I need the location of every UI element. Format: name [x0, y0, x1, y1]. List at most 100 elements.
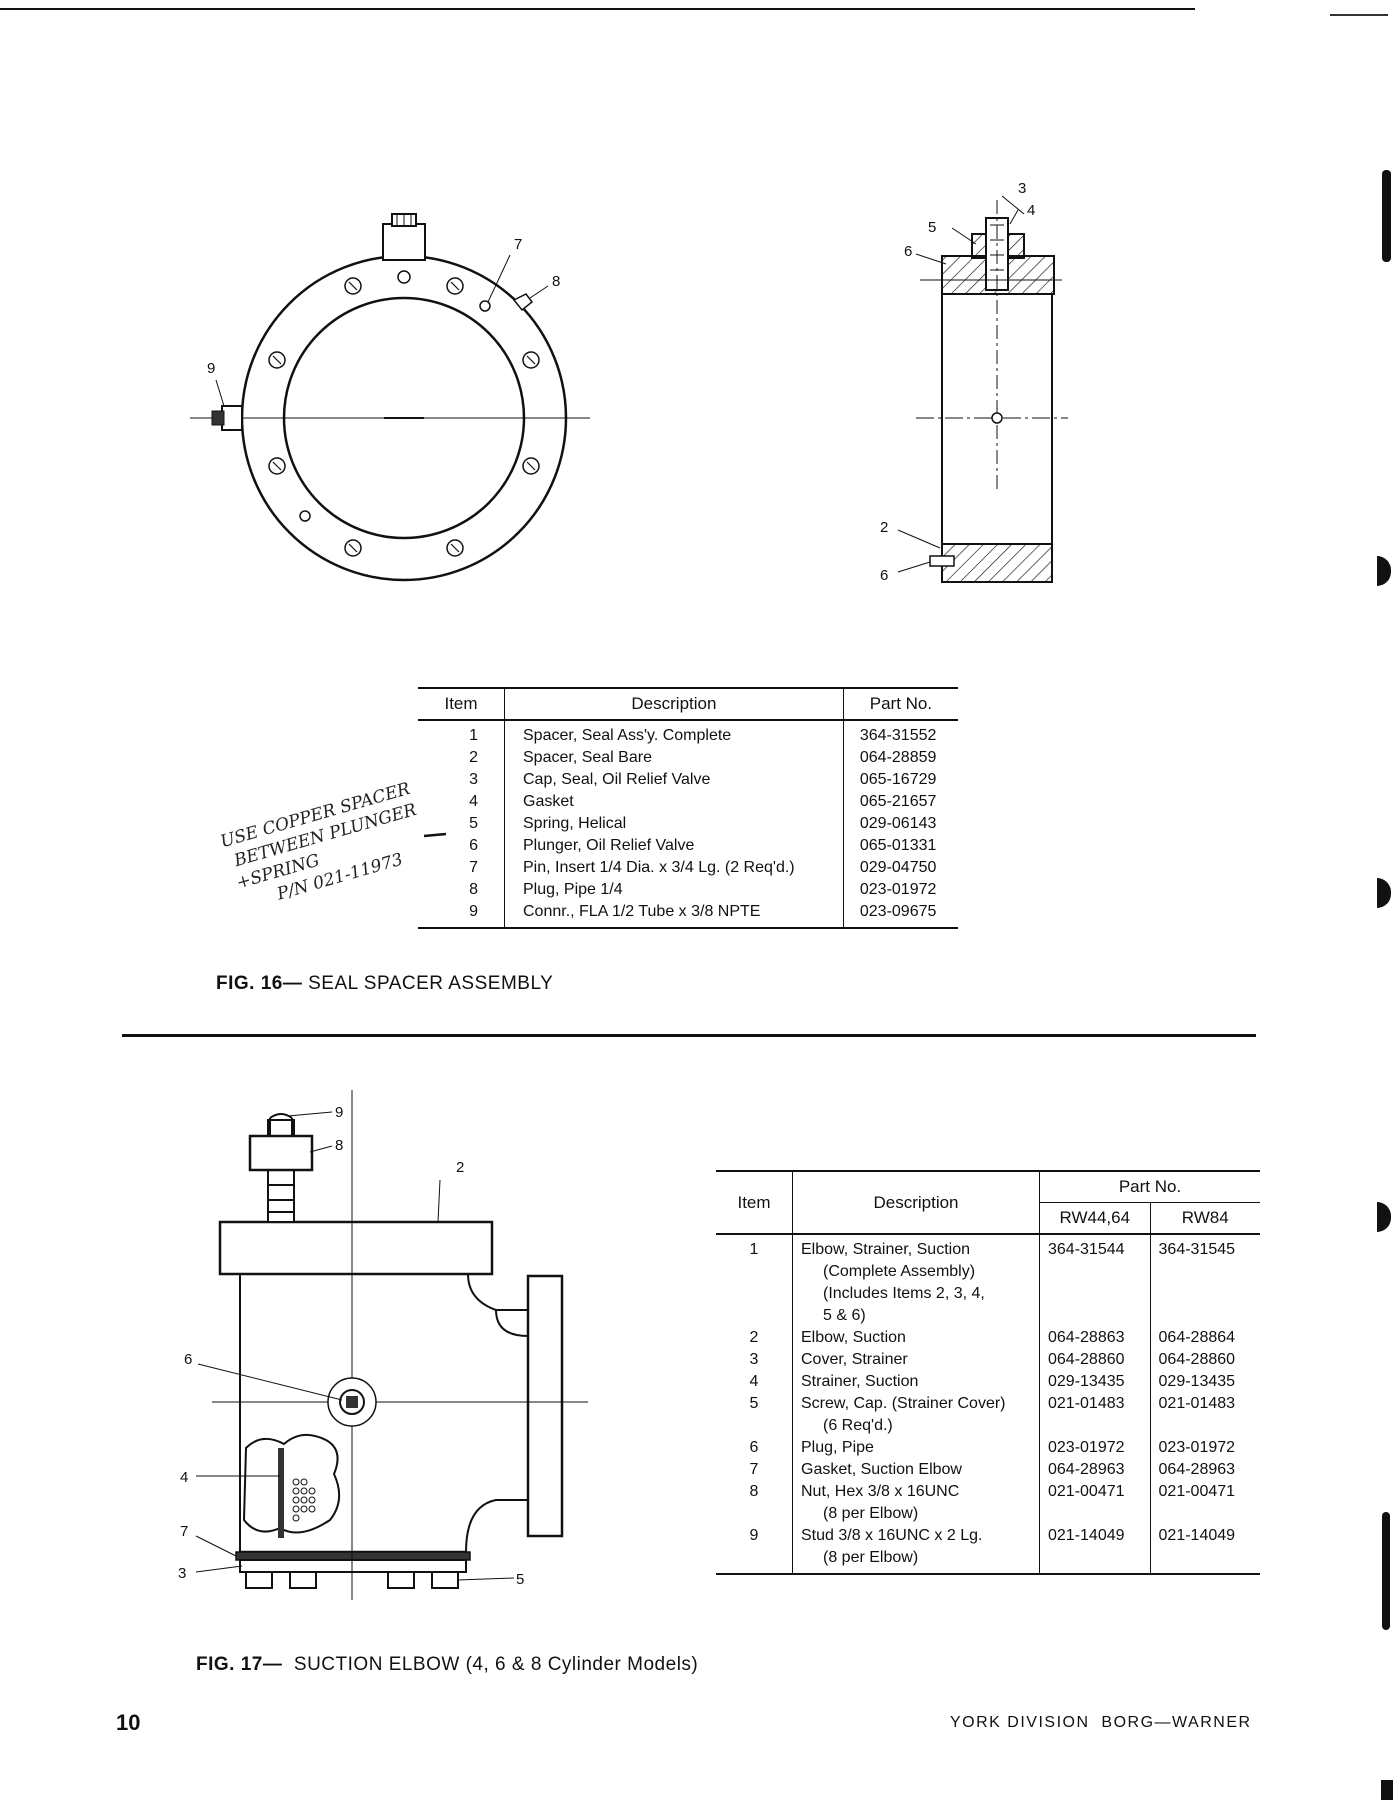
fig16-callout-5: 5 — [928, 219, 936, 236]
table-header-row: Item Description Part No. — [418, 688, 958, 721]
table-subheader-row: RW44,64 RW84 — [716, 1202, 1260, 1235]
desc-line: Cover, Strainer — [801, 1351, 908, 1368]
table-row: 9 Stud 3/8 x 16UNC x 2 Lg. (8 per Elbow)… — [716, 1525, 1260, 1574]
cell-part-rw44-64: 023-01972 — [1039, 1437, 1151, 1459]
cell-item: 9 — [469, 903, 478, 920]
fig17-caption: FIG. 17— SUCTION ELBOW (4, 6 & 8 Cylinde… — [196, 1654, 698, 1676]
top-rule-short — [1330, 14, 1388, 16]
desc-line: (Includes Items 2, 3, 4, — [823, 1285, 985, 1302]
cell-part-rw84: 021-01483 — [1149, 1393, 1260, 1437]
publisher-footer: YORK DIVISION BORG—WARNER — [950, 1714, 1252, 1731]
cell-item: 3 — [469, 771, 478, 788]
cell-description: Screw, Cap. (Strainer Cover) (6 Req'd.) — [792, 1393, 1040, 1437]
desc-line: (8 per Elbow) — [823, 1549, 919, 1566]
fig16-caption-title: SEAL SPACER ASSEMBLY — [302, 973, 554, 994]
section-divider — [122, 1034, 1256, 1037]
cell-part-rw84: 364-31545 — [1149, 1234, 1260, 1327]
cell-description: Elbow, Suction — [792, 1327, 1040, 1349]
fig16-callout-6b: 6 — [880, 567, 888, 584]
cell-part-rw84: 064-28860 — [1149, 1349, 1260, 1371]
table-row: 1 Elbow, Strainer, Suction (Complete Ass… — [716, 1234, 1260, 1327]
col-header-part-no: Part No. — [1039, 1171, 1260, 1203]
fig17-callout-9: 9 — [335, 1104, 343, 1121]
desc-line: Elbow, Suction — [801, 1329, 906, 1346]
cell-description: Gasket, Suction Elbow — [792, 1459, 1040, 1481]
cell-description: Connr., FLA 1/2 Tube x 3/8 NPTE — [504, 901, 844, 928]
cell-description: Spacer, Seal Bare — [504, 747, 844, 769]
desc-line: Gasket, Suction Elbow — [801, 1461, 962, 1478]
col-header-rw44-64: RW44,64 — [1039, 1202, 1151, 1235]
fig16-callout-9: 9 — [207, 360, 215, 377]
cell-description: Cap, Seal, Oil Relief Valve — [504, 769, 844, 791]
cell-description: Spring, Helical — [504, 813, 844, 835]
col-header-description: Description — [504, 688, 844, 721]
fig17-caption-number: FIG. 17— — [196, 1654, 283, 1675]
cell-part-rw44-64: 029-13435 — [1039, 1371, 1151, 1393]
fig17-caption-title: SUCTION ELBOW (4, 6 & 8 Cylinder Models) — [282, 1654, 699, 1675]
cell-part-rw44-64: 021-01483 — [1039, 1393, 1151, 1437]
cell-part-rw44-64: 064-28963 — [1039, 1459, 1151, 1481]
fig16-callout-8: 8 — [552, 273, 560, 290]
desc-line: (Complete Assembly) — [823, 1263, 976, 1280]
desc-line: (6 Req'd.) — [823, 1417, 893, 1434]
cell-item: 7 — [749, 1461, 759, 1478]
binding-hole-mark — [1382, 170, 1391, 262]
fig16-callout-4: 4 — [1027, 202, 1035, 219]
col-header-description: Description — [792, 1171, 1040, 1235]
table-row: 2 Elbow, Suction 064-28863 064-28864 — [716, 1327, 1260, 1349]
fig16-caption: FIG. 16— SEAL SPACER ASSEMBLY — [216, 973, 553, 995]
cell-part-no: 029-04750 — [842, 857, 958, 879]
cell-item: 2 — [469, 749, 478, 766]
cell-part-rw84: 064-28864 — [1149, 1327, 1260, 1349]
fig17-callout-7: 7 — [180, 1523, 188, 1540]
fig16-callout-6: 6 — [904, 243, 912, 260]
cell-part-rw44-64: 064-28860 — [1039, 1349, 1151, 1371]
col-header-part-no: Part No. — [842, 688, 958, 721]
cell-description: Elbow, Strainer, Suction (Complete Assem… — [792, 1234, 1040, 1327]
cell-item: 3 — [749, 1351, 759, 1368]
fig16-callout-2: 2 — [880, 519, 888, 536]
cell-part-no: 064-28859 — [842, 747, 958, 769]
col-header-item: Item — [716, 1171, 793, 1235]
fig17-parts-table: Item Description Part No. RW44,64 RW84 1… — [716, 1170, 1260, 1575]
cell-item: 7 — [469, 859, 478, 876]
cell-part-rw44-64: 364-31544 — [1039, 1234, 1151, 1327]
top-rule — [0, 8, 1195, 10]
table-row: 5 Screw, Cap. (Strainer Cover) (6 Req'd.… — [716, 1393, 1260, 1437]
cell-description: Gasket — [504, 791, 844, 813]
cell-description: Plug, Pipe — [792, 1437, 1040, 1459]
desc-line: 5 & 6) — [823, 1307, 866, 1324]
desc-line: Elbow, Strainer, Suction — [801, 1241, 970, 1258]
desc-line: (8 per Elbow) — [823, 1505, 919, 1522]
cell-item: 6 — [749, 1439, 759, 1456]
cell-description: Plunger, Oil Relief Valve — [504, 835, 844, 857]
binding-hole-mark — [1382, 1512, 1390, 1630]
fig17-callout-8: 8 — [335, 1137, 343, 1154]
cell-item: 6 — [469, 837, 478, 854]
table-row: 4 Strainer, Suction 029-13435 029-13435 — [716, 1371, 1260, 1393]
cell-description: Pin, Insert 1/4 Dia. x 3/4 Lg. (2 Req'd.… — [504, 857, 844, 879]
cell-part-no: 065-01331 — [842, 835, 958, 857]
fig17-callout-2: 2 — [456, 1159, 464, 1176]
fig17-callout-5: 5 — [516, 1571, 524, 1588]
fig17-callout-3: 3 — [178, 1565, 186, 1582]
fig16-caption-number: FIG. 16— — [216, 973, 303, 994]
cell-part-rw84: 064-28963 — [1149, 1459, 1260, 1481]
cell-item: 2 — [749, 1329, 759, 1346]
cell-item: 8 — [469, 881, 478, 898]
cell-part-no: 023-01972 — [842, 879, 958, 901]
col-header-rw84: RW84 — [1149, 1202, 1260, 1235]
table-row: 7 Gasket, Suction Elbow 064-28963 064-28… — [716, 1459, 1260, 1481]
cell-part-rw84: 023-01972 — [1149, 1437, 1260, 1459]
fig16-callout-7: 7 — [514, 236, 522, 253]
cell-description: Strainer, Suction — [792, 1371, 1040, 1393]
desc-line: Screw, Cap. (Strainer Cover) — [801, 1395, 1006, 1412]
cell-part-rw84: 021-14049 — [1149, 1525, 1260, 1574]
